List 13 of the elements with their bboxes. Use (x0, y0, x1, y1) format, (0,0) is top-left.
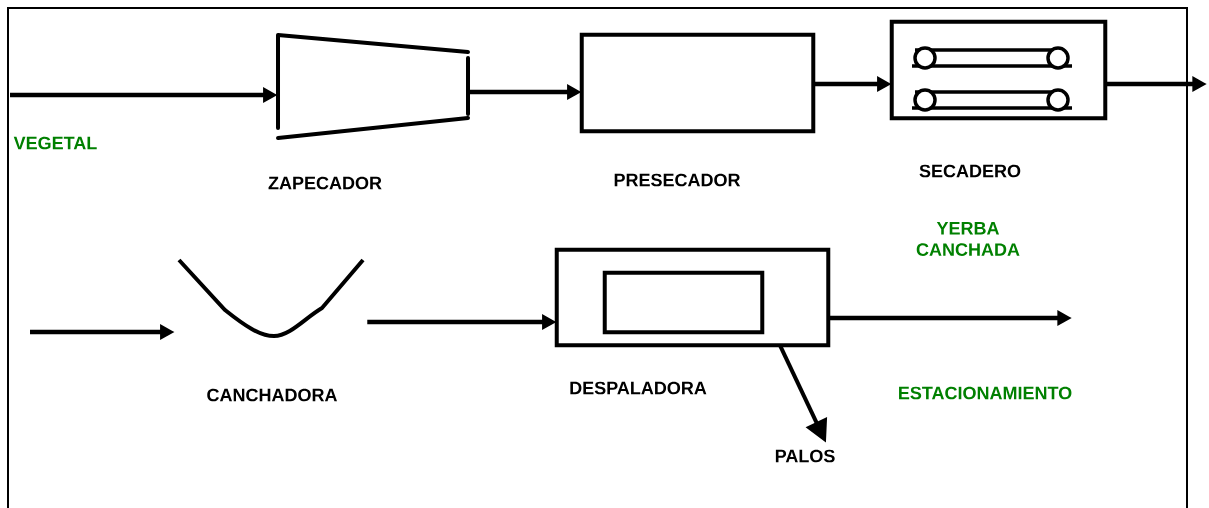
edge-label: VEGETAL (12, 135, 99, 151)
node-label: PALOS (775, 449, 835, 463)
canchadora-drawing: CANCHADORA (177, 258, 365, 402)
process-box: PRESECADOR (579, 32, 816, 187)
dryer-drawing: SECADERO (889, 19, 1108, 178)
node-label: SECADERO (919, 164, 1021, 178)
zapecador-drawing: ZAPECADOR (268, 33, 470, 190)
node-label: PRESECADOR (614, 173, 741, 187)
product-label: YERBA CANCHADA (916, 222, 1020, 256)
node-label: DESPALADORA (570, 381, 707, 395)
process-box: DESPALADORA (554, 247, 831, 395)
inner-box (602, 270, 765, 335)
edge-label: ESTACIONAMIENTO (896, 385, 1074, 401)
